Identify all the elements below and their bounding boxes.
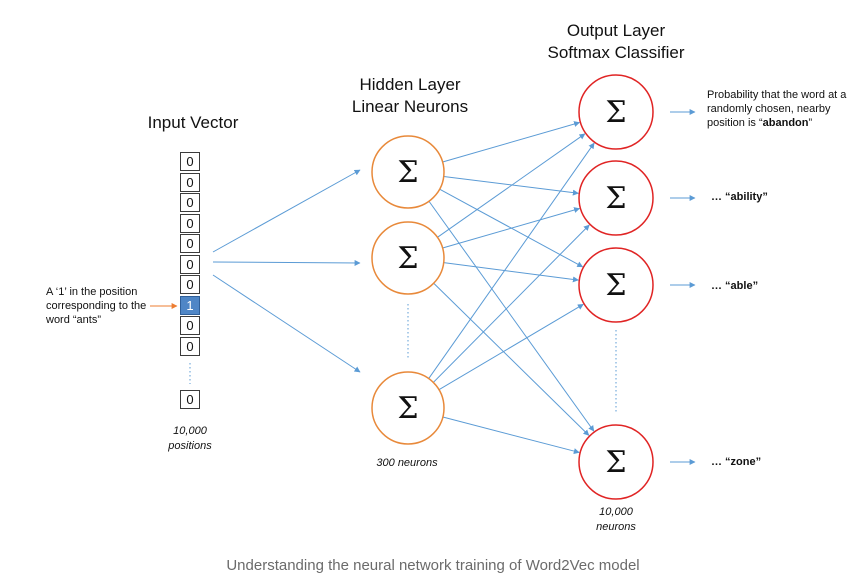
hidden-to-output-arrow — [443, 262, 579, 283]
hidden-layer-title-line1: Hidden Layer — [359, 75, 461, 94]
input-to-hidden-arrow — [212, 169, 361, 253]
hidden-to-output-arrow — [432, 224, 590, 383]
hot-cell-annotation: A ‘1’ in the position corresponding to t… — [46, 285, 166, 327]
hidden-to-output-arrow — [442, 121, 581, 163]
hidden-to-output-arrow — [443, 175, 579, 196]
hidden-count-label: 300 neurons — [376, 457, 438, 469]
output-layer-title: Output Layer Softmax Classifier — [531, 20, 701, 64]
output-layer-title-line2: Softmax Classifier — [547, 43, 685, 62]
ellipsis-dots — [189, 304, 617, 414]
abandon-line1: Probability that the word at a — [707, 89, 847, 101]
hidden-to-output-arrow — [437, 133, 586, 238]
neurons: Σ Σ Σ Σ Σ Σ Σ — [371, 74, 654, 500]
output-layer-title-line1: Output Layer — [566, 21, 666, 40]
neuron-circle — [578, 247, 654, 323]
sigma-symbol: Σ — [397, 241, 418, 276]
output-label-abandon: Probability that the word at a randomly … — [707, 88, 865, 130]
neuron-circle — [371, 371, 445, 445]
input-cell: 0 — [180, 337, 200, 356]
connection-lines — [150, 109, 696, 465]
abandon-word: abandon — [762, 117, 809, 129]
output-neuron-ability: Σ — [578, 160, 654, 236]
hidden-neuron-300: Σ — [371, 371, 445, 445]
hidden-to-output-arrow — [433, 282, 590, 436]
input-size-label: 10,000 positions — [150, 424, 230, 454]
figure-caption: Understanding the neural network trainin… — [226, 557, 640, 574]
input-vector-title: Input Vector — [147, 113, 239, 132]
input-cell: 0 — [180, 173, 200, 192]
sigma-symbol: Σ — [605, 268, 626, 303]
hidden-neuron-1: Σ — [371, 135, 445, 209]
abandon-line3: position is “abandon” — [707, 117, 813, 129]
hidden-to-output-arrow — [428, 142, 595, 379]
input-cell-last: 0 — [180, 390, 200, 409]
hidden-to-output-arrow — [428, 200, 595, 432]
sigma-symbol: Σ — [605, 181, 626, 216]
neuron-circle — [578, 160, 654, 236]
output-label-zone: … “zone” — [711, 456, 762, 468]
neuron-circle — [578, 424, 654, 500]
output-neuron-zone: Σ — [578, 424, 654, 500]
abandon-line2: randomly chosen, nearby — [707, 103, 831, 115]
input-cell: 0 — [180, 255, 200, 274]
hidden-to-output-arrow — [442, 207, 581, 249]
sigma-symbol: Σ — [397, 391, 418, 426]
output-count-label-line1: 10,000 — [599, 506, 633, 518]
sigma-symbol: Σ — [605, 445, 626, 480]
input-cell: 0 — [180, 152, 200, 171]
hidden-to-output-arrow — [438, 303, 584, 391]
sigma-symbol: Σ — [397, 155, 418, 190]
input-cell: 0 — [180, 275, 200, 294]
sigma-symbol: Σ — [605, 95, 626, 130]
annotation-line3: word “ants” — [46, 314, 102, 326]
neuron-circle — [371, 135, 445, 209]
neuron-circle — [578, 74, 654, 150]
input-cell: 0 — [180, 214, 200, 233]
input-cell: 0 — [180, 193, 200, 212]
neuron-circle — [371, 221, 445, 295]
input-size-label-line1: 10,000 — [173, 425, 207, 437]
hidden-to-output-arrow — [442, 416, 580, 454]
hidden-layer-title-line2: Linear Neurons — [351, 97, 469, 116]
output-label-ability: … “ability” — [711, 191, 768, 203]
annotation-line2: corresponding to the — [46, 300, 147, 312]
output-count-label-line2: neurons — [596, 521, 636, 533]
input-cell: 0 — [180, 234, 200, 253]
output-label-able: … “able” — [711, 280, 759, 292]
annotation-line1: A ‘1’ in the position — [46, 286, 138, 298]
output-neuron-able: Σ — [578, 247, 654, 323]
input-to-hidden-arrow — [212, 274, 361, 373]
hidden-layer-title: Hidden Layer Linear Neurons — [330, 74, 490, 118]
hidden-neuron-2: Σ — [371, 221, 445, 295]
input-cell: 0 — [180, 316, 200, 335]
output-count-label: 10,000 neurons — [576, 505, 656, 535]
input-size-label-line2: positions — [168, 440, 212, 452]
input-cell-hot: 1 — [180, 296, 200, 315]
input-to-hidden-arrow — [212, 259, 361, 266]
output-neuron-abandon: Σ — [578, 74, 654, 150]
